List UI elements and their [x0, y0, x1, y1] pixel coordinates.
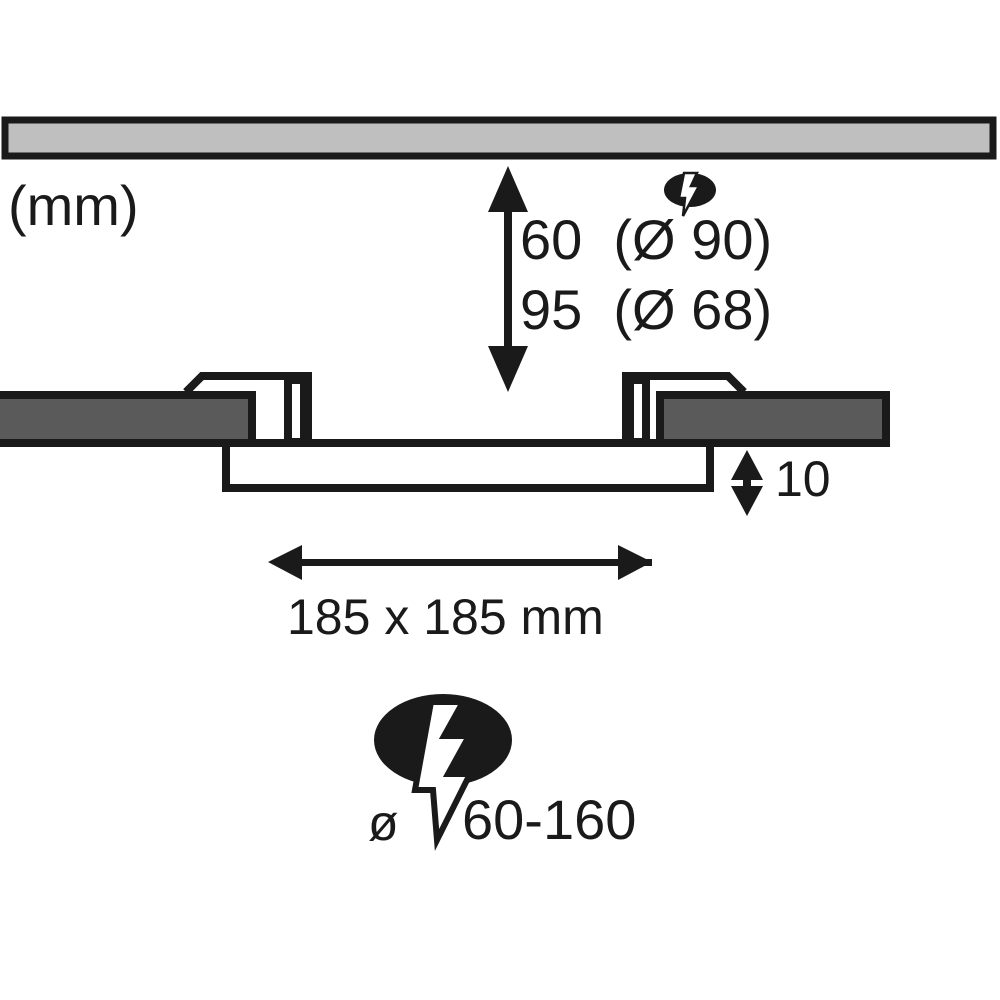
panel-size-label: 185 x 185 mm: [287, 589, 604, 645]
bore-diameter-symbol: ø: [368, 795, 399, 851]
recess-depth-dimension-arrow: [488, 166, 528, 392]
recess-depth-60-label: 60 (Ø 90): [520, 208, 773, 271]
unit-label: (mm): [8, 174, 139, 237]
panel-thickness-dimension-arrow: [731, 450, 763, 516]
panel-width-dimension-arrow: [268, 545, 652, 580]
bore-diameter-range-label: 60-160: [462, 788, 637, 851]
ceiling-bar: [1, 116, 997, 160]
recess-depth-95-label: 95 (Ø 68): [520, 278, 773, 341]
drill-hole-icon-large: [374, 694, 512, 851]
ceiling-slab-right: [656, 391, 890, 447]
luminaire-panel-body: [222, 439, 714, 492]
ceiling-slab-left: [0, 391, 256, 447]
panel-thickness-label: 10: [775, 451, 831, 507]
drill-hole-icon-small: [664, 171, 716, 217]
